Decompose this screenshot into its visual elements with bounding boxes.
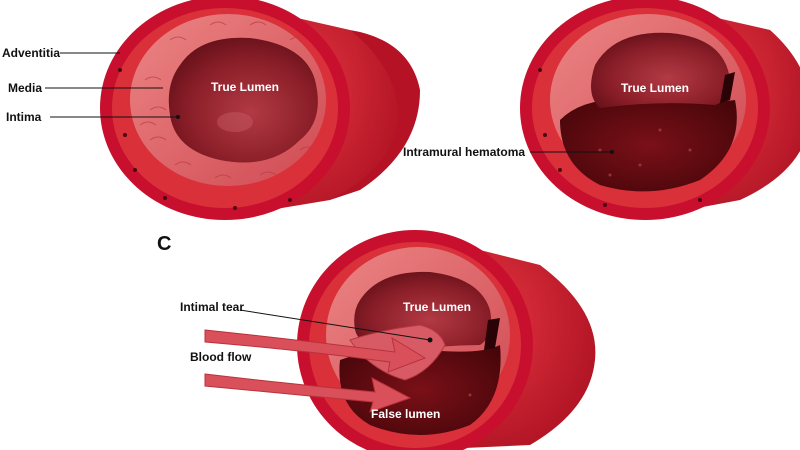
label-true-lumen-b: True Lumen xyxy=(621,81,690,95)
label-false-lumen: False lumen xyxy=(371,407,441,421)
label-adventitia: Adventitia xyxy=(2,46,61,60)
leader-lines xyxy=(45,52,612,341)
blood-flow-arrows xyxy=(204,329,427,413)
label-intima: Intima xyxy=(6,110,42,124)
label-true-lumen-a: True Lumen xyxy=(211,80,280,94)
label-blood-flow: Blood flow xyxy=(190,350,252,364)
label-media: Media xyxy=(8,81,43,95)
vessel-panel-c xyxy=(297,230,596,450)
vessel-panel-a xyxy=(100,0,420,220)
label-intimal-tear: Intimal tear xyxy=(180,300,245,314)
label-intramural-hematoma: Intramural hematoma xyxy=(403,145,526,159)
vessel-panel-b xyxy=(520,0,800,220)
panel-letter-c: C xyxy=(157,233,172,255)
label-true-lumen-c: True Lumen xyxy=(403,300,472,314)
